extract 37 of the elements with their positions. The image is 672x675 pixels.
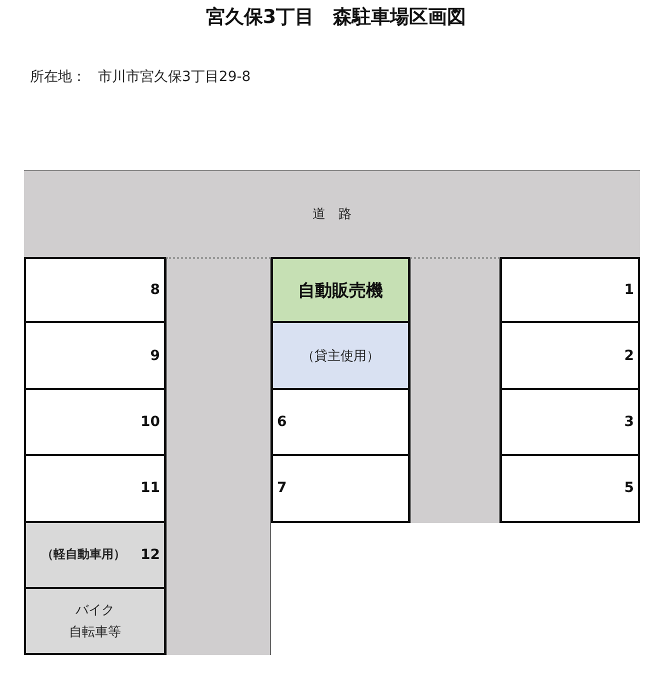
parking-space — [271, 321, 410, 390]
parking-space — [271, 454, 410, 523]
parking-space — [271, 388, 410, 456]
space-number: 7 — [277, 480, 287, 496]
aisle — [166, 257, 271, 656]
space-number: 3 — [624, 414, 634, 430]
aisle — [410, 257, 500, 523]
parking-space — [271, 257, 410, 324]
address-label: 所在地： — [30, 68, 86, 86]
space-number: 6 — [277, 414, 287, 430]
space-number: 10 — [140, 414, 160, 430]
space-number: 11 — [140, 480, 160, 496]
title: 宮久保3丁目 森駐車場区画図 — [204, 5, 468, 30]
space-label: 自転車等 — [69, 624, 121, 642]
parking-space — [500, 388, 640, 456]
parking-space — [24, 321, 166, 390]
road-label: 道 路 — [312, 206, 352, 223]
parking-space — [24, 520, 166, 589]
space-label: バイク — [76, 602, 114, 620]
space-note: （軽自動車用） — [40, 546, 126, 564]
space-number: 1 — [624, 282, 634, 298]
space-number: 12 — [140, 546, 160, 563]
parking-space — [500, 257, 640, 324]
road-band — [24, 170, 640, 257]
parking-space — [500, 454, 640, 523]
parking-space — [24, 257, 166, 324]
space-number: 2 — [624, 348, 634, 364]
space-number: 9 — [150, 348, 160, 364]
parking-space — [24, 454, 166, 523]
parking-space — [24, 587, 166, 656]
parking-space — [500, 321, 640, 390]
space-number: 8 — [150, 282, 160, 298]
address-label: 市川市宮久保3丁目29-8 — [98, 68, 251, 86]
space-label: 自動販売機 — [298, 280, 383, 302]
space-number: 5 — [624, 480, 634, 496]
parking-space — [24, 388, 166, 456]
space-note: （貸主使用） — [302, 348, 380, 365]
